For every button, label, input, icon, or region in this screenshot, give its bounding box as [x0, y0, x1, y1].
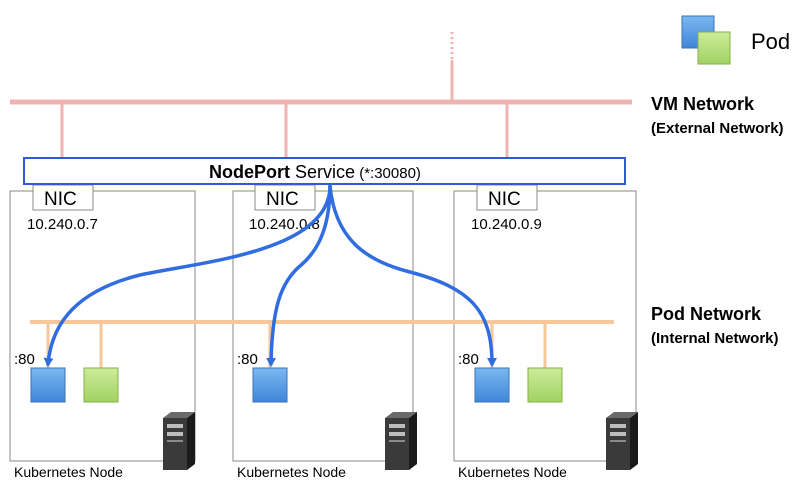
node-ip: 10.240.0.9	[471, 216, 542, 233]
vm-network: VM Network (External Network)	[10, 32, 784, 158]
pod-blue	[30, 367, 66, 403]
service-label: NodePort Service (*:30080)	[209, 162, 421, 182]
legend-pod-green	[697, 31, 731, 65]
node-box	[232, 190, 414, 462]
arrow-to-node-1	[43, 184, 332, 367]
pod-port: :80	[237, 351, 258, 368]
legend-label: Pod	[751, 29, 790, 54]
pod-network-subtitle: (Internal Network)	[651, 330, 779, 347]
arrow-to-node-3	[328, 184, 497, 367]
nic-label: NIC	[44, 189, 77, 210]
arrow-to-node-2	[266, 184, 332, 367]
service-box	[23, 157, 626, 185]
node-label: Kubernetes Node	[237, 464, 346, 480]
node-box	[453, 190, 637, 462]
nodeport-service: NodePort Service (*:30080)	[23, 157, 626, 185]
node-box	[9, 190, 196, 462]
server-icon	[163, 412, 195, 470]
pod-blue	[252, 367, 288, 403]
kubernetes-node-1: NIC 10.240.0.7 :80 Kubernetes Node	[9, 184, 196, 480]
server-icon	[606, 412, 638, 470]
pods	[30, 367, 563, 403]
nic-box	[32, 184, 94, 211]
nic-box	[476, 184, 538, 211]
kubernetes-node-2: NIC 10.240.0.8 :80 Kubernetes Node	[232, 184, 414, 480]
nic-label: NIC	[488, 189, 521, 210]
pod-network-title: Pod Network	[651, 304, 762, 324]
traffic-arrows	[43, 184, 497, 367]
kubernetes-node-3: NIC 10.240.0.9 :80 Kubernetes Node	[453, 184, 637, 480]
nic-label: NIC	[266, 189, 299, 210]
service-name: NodePort	[209, 162, 290, 182]
node-label: Kubernetes Node	[14, 464, 123, 480]
legend: Pod	[681, 15, 790, 65]
pod-port: :80	[14, 351, 35, 368]
pod-port: :80	[458, 351, 479, 368]
nic-box	[254, 184, 316, 211]
pod-network: Pod Network (Internal Network)	[30, 304, 779, 368]
server-icon	[385, 412, 417, 470]
vm-network-subtitle: (External Network)	[651, 120, 784, 137]
service-word: Service	[290, 162, 355, 182]
vm-network-title: VM Network	[651, 94, 755, 114]
pod-green	[83, 367, 119, 403]
pod-green	[527, 367, 563, 403]
pod-blue	[474, 367, 510, 403]
node-ip: 10.240.0.7	[27, 216, 98, 233]
node-label: Kubernetes Node	[458, 464, 567, 480]
service-port: (*:30080)	[355, 165, 421, 182]
